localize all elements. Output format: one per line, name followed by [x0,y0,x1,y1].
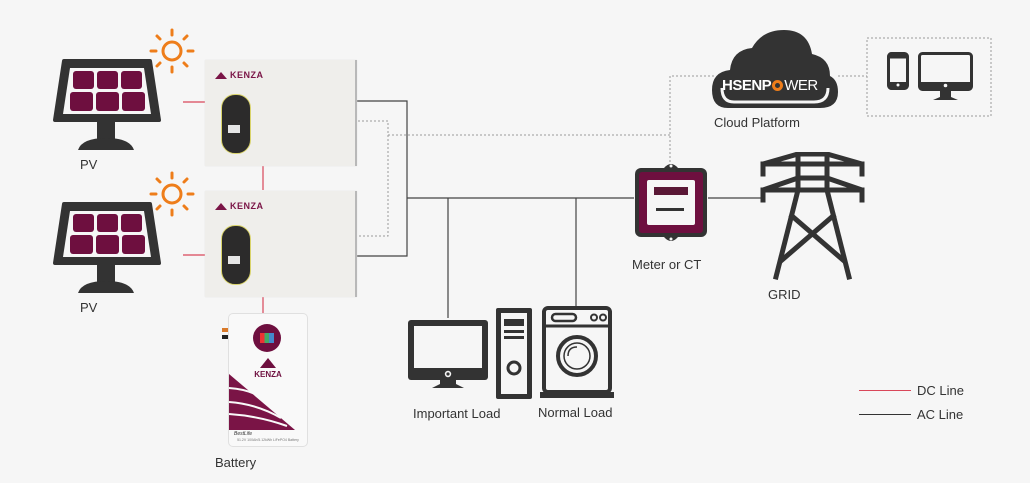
comm-line-cloud [669,75,715,162]
dc-lines [183,101,264,315]
battery-status-indicator [253,324,281,352]
battery-terminal-negative [222,335,229,339]
battery-label: Battery [215,455,257,470]
legend-dc-swatch [859,390,911,391]
washing-machine-icon [540,306,614,398]
solar-panel-icon [53,59,161,150]
inverter-display-panel [221,94,251,154]
inverter-logo: KENZA [215,201,264,211]
inverter-screen [228,256,240,264]
battery-unit: KENZA BestLife 51.2V 100Ah/5.12kWh LiFeP… [228,313,308,447]
inverter-logo: KENZA [215,70,264,80]
cloud-icon [712,30,838,108]
power-o-icon [772,80,784,91]
important-load-label: Important Load [413,406,501,421]
legend-ac-label: AC Line [917,407,964,422]
desktop-monitor-icon [918,52,973,100]
inverter-bottom: KENZA [205,191,357,297]
battery-terminal-positive [222,328,229,332]
inverter-top: KENZA [205,60,357,166]
legend-ac-swatch [859,414,911,415]
normal-load-label: Normal Load [538,405,613,420]
battery-swoosh-graphic [229,374,295,430]
pv-bottom-label: PV [80,300,98,315]
sun-icon [149,171,195,217]
ac-line-inv1 [354,100,408,257]
transmission-tower-icon [760,152,865,281]
battery-brand: KENZA [254,370,282,379]
energy-meter-icon [635,164,707,241]
ac-lines [354,100,762,318]
pc-tower-icon [496,308,532,399]
battery-spec: 51.2V 100Ah/5.12kWh LiFePO4 Battery [237,438,299,442]
battery-sub-brand: BestLife [234,431,253,437]
solar-panel-icon [53,202,161,293]
legend-dc-label: DC Line [917,383,964,398]
pv-top-label: PV [80,157,98,172]
comm-line-inverters [354,120,389,237]
kenza-logo-icon [260,358,276,368]
monitor-icon [408,320,488,388]
inverter-display-panel [221,225,251,285]
meter-label: Meter or CT [632,257,702,272]
comm-lines [354,37,992,237]
grid-label: GRID [768,287,801,302]
smartphone-icon [887,52,909,90]
devices-box [866,37,992,117]
inverter-screen [228,125,240,133]
cloud-label: Cloud Platform [714,115,800,130]
sun-icon [149,28,195,74]
